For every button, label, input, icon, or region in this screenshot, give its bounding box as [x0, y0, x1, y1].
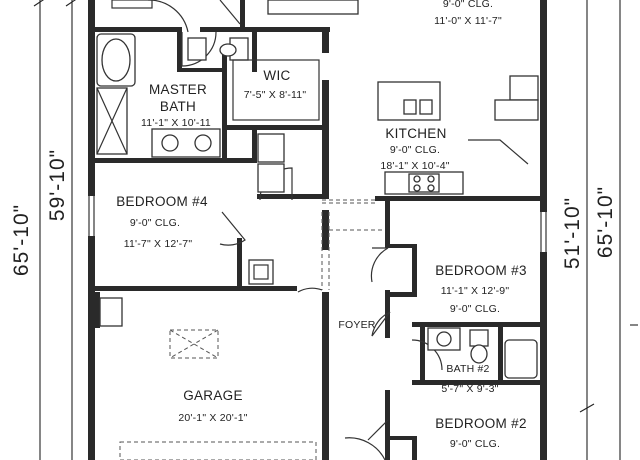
bedroom4-name: BEDROOM #4 — [116, 194, 208, 209]
garage-name: GARAGE — [183, 388, 243, 403]
dim-right-outer: 65'-10" — [594, 186, 617, 258]
bedroom3-size: 11'-1" X 12'-9" — [441, 285, 510, 297]
dashed-openings — [321, 199, 385, 290]
dim-left-inner: 59'-10" — [46, 149, 69, 221]
fixtures — [96, 0, 539, 460]
room-labels: 9'-0" CLG. 11'-0" X 11'-7" MASTER BATH 1… — [116, 0, 527, 450]
top-room-ceiling: 9'-0" CLG. — [443, 0, 493, 10]
dimension-lines — [33, 0, 638, 460]
wic-name: WIC — [263, 68, 290, 83]
bedroom2-ceiling: 9'-0" CLG. — [450, 438, 500, 450]
dim-left-outer: 65'-10" — [10, 204, 33, 276]
bedroom4-size: 11'-7" X 12'-7" — [124, 238, 193, 250]
exterior-walls — [87, 0, 548, 460]
bedroom2-name: BEDROOM #2 — [435, 416, 527, 431]
kitchen-ceiling: 9'-0" CLG. — [390, 144, 440, 156]
bedroom3-name: BEDROOM #3 — [435, 263, 527, 278]
top-room-size: 11'-0" X 11'-7" — [434, 15, 502, 27]
bedroom4-ceiling: 9'-0" CLG. — [130, 217, 180, 229]
interior-walls — [95, 0, 540, 460]
master-bath-name-line1: MASTER — [149, 82, 207, 97]
kitchen-size: 18'-1" X 10'-4" — [380, 160, 449, 172]
bath2-name: BATH #2 — [446, 363, 489, 375]
foyer-name: FOYER — [338, 319, 375, 331]
bedroom3-ceiling: 9'-0" CLG. — [450, 303, 500, 315]
dim-right-inner: 51'-10" — [561, 197, 584, 269]
garage-size: 20'-1" X 20'-1" — [178, 412, 247, 424]
bath2-size: 5'-7" X 9'-3" — [441, 383, 498, 395]
dimension-labels: 65'-10" 59'-10" 51'-10" 65'-10" — [10, 149, 617, 276]
kitchen-name: KITCHEN — [385, 126, 446, 141]
master-bath-size: 11'-1" X 10'-11 — [141, 117, 211, 129]
master-bath-name-line2: BATH — [160, 99, 196, 114]
wic-size: 7'-5" X 8'-11" — [244, 89, 307, 101]
